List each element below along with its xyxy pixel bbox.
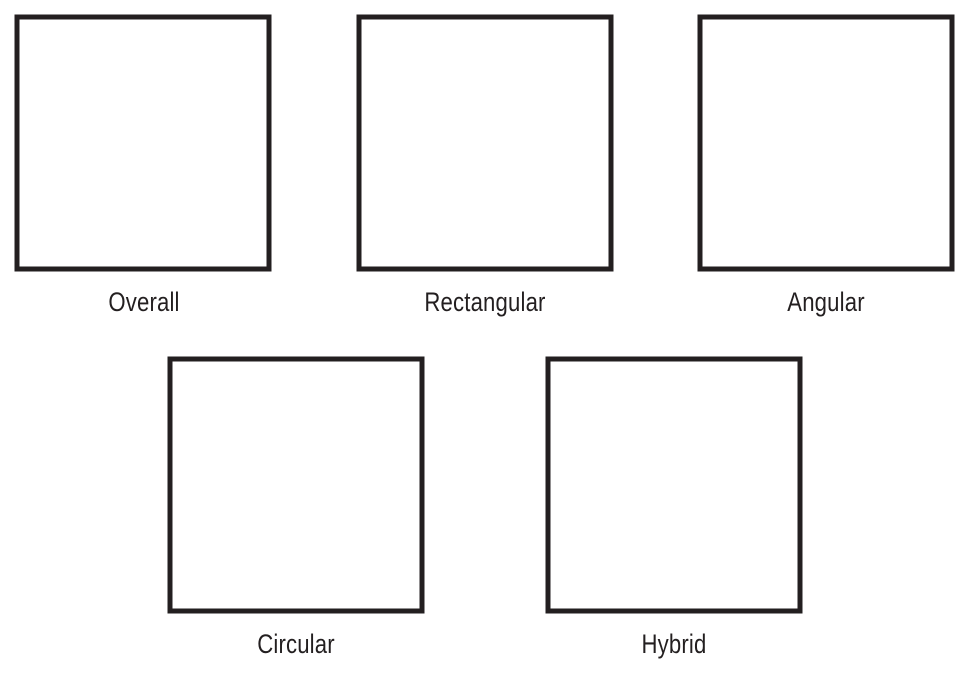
label-hybrid: Hybrid [641, 629, 707, 659]
angular-frame [697, 14, 955, 272]
hybrid-frame [545, 356, 803, 614]
panel-hybrid [545, 356, 803, 614]
panel-circular [167, 356, 425, 614]
panel-rectangular [356, 14, 614, 272]
circular-frame [167, 356, 425, 614]
panel-overall [14, 14, 272, 272]
rectangular-frame [356, 14, 614, 272]
label-rectangular: Rectangular [424, 287, 546, 317]
rectangular-zone-diagram [356, 14, 614, 272]
hybrid-zone-diagram [545, 356, 803, 614]
overall-frame [14, 14, 272, 272]
label-overall: Overall [108, 287, 180, 317]
label-circular: Circular [257, 629, 335, 659]
label-angular: Angular [787, 287, 865, 317]
panel-angular [697, 14, 955, 272]
circular-zone-diagram [167, 356, 425, 614]
overall-zone-diagram [14, 14, 272, 272]
angular-zone-diagram [697, 14, 955, 272]
